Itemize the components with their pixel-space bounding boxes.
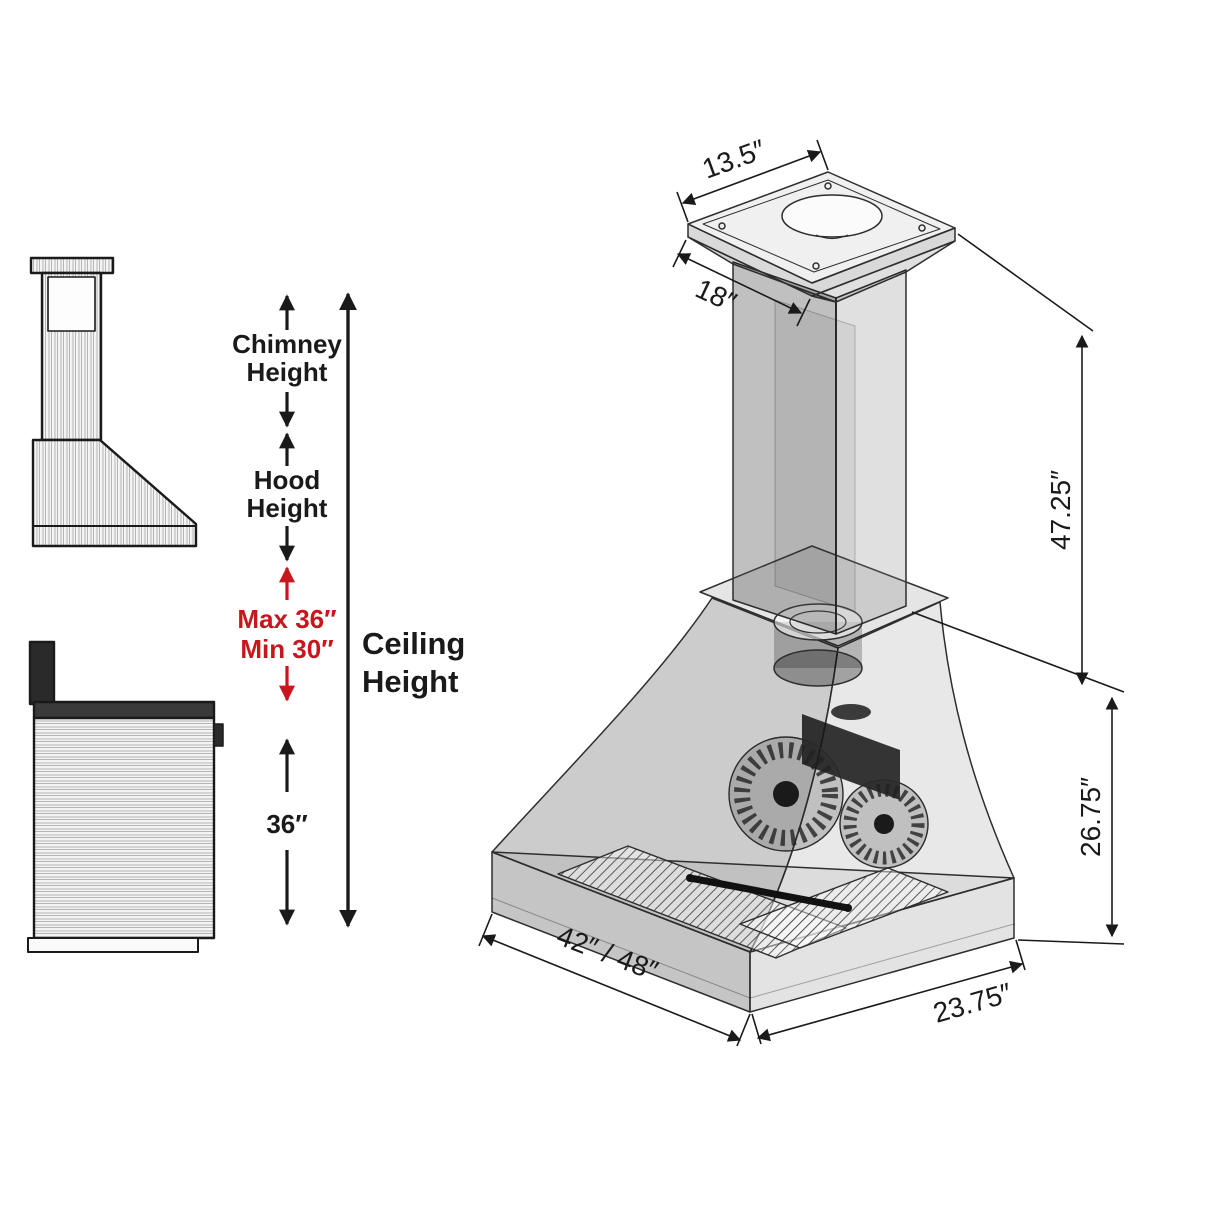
- blower-wheel-left: [728, 736, 844, 852]
- ext-line: [676, 191, 689, 223]
- chimney-inner-duct: [774, 299, 856, 613]
- hood-3d-drawing: [491, 171, 1015, 1013]
- chimney-left-face: [732, 261, 837, 635]
- motor-top: [831, 704, 871, 720]
- front-view-chimney-stub: [28, 640, 56, 706]
- motor-box: [802, 714, 900, 800]
- filter-handle: [686, 874, 852, 912]
- front-view-top-band: [32, 700, 216, 720]
- duct-cylinder: [773, 603, 863, 687]
- front-view-body: [32, 716, 216, 940]
- blower-wheel-right: [839, 779, 929, 869]
- ext-line: [796, 298, 811, 327]
- ext-line: [1015, 939, 1026, 971]
- baffle-filters: [557, 845, 949, 959]
- filter-handle-knob: [844, 904, 852, 912]
- hood-front-view-drawing: [27, 640, 224, 953]
- front-view-side-tab: [213, 723, 224, 747]
- label-hood-height-line1: Hood: [254, 465, 320, 495]
- dim-line-top-depth: [681, 149, 822, 206]
- side-view-hood-body: [31, 438, 198, 548]
- duct-hole: [781, 194, 883, 238]
- side-view-chimney-cap: [29, 256, 115, 275]
- dim-line-top-width: [676, 253, 803, 314]
- screw-hole: [812, 262, 820, 270]
- label-ceiling-height-line1: Ceiling: [362, 626, 465, 661]
- label-cooktop-clearance: 36″: [266, 809, 307, 839]
- label-chimney-height-line2: Height: [247, 357, 328, 387]
- ext-line: [957, 233, 1094, 332]
- chimney-right-face: [835, 269, 907, 635]
- side-view-chimney-inner: [47, 276, 96, 332]
- label-min-mounting: Min 30″: [240, 634, 333, 664]
- dimension-lines: [478, 139, 1125, 1047]
- label-max-mounting: Max 36″: [237, 604, 336, 634]
- dim-line-hood-depth: [756, 960, 1024, 1042]
- front-view-bottom-lip: [27, 937, 199, 953]
- blower-motor-assembly: [728, 704, 929, 869]
- height-annotation-column: Chimney Height Hood Height Max 36″ Min 3…: [232, 292, 465, 928]
- dim-upper-height: 47.25″: [1045, 470, 1076, 550]
- screw-hole: [918, 224, 926, 232]
- ext-line: [816, 139, 829, 171]
- dim-hood-height: 26.75″: [1075, 777, 1106, 857]
- ext-line: [478, 913, 493, 947]
- label-chimney-height-line1: Chimney: [232, 329, 342, 359]
- hood-side-view-drawing: [29, 256, 198, 548]
- dim-line-hood-width: [481, 934, 742, 1042]
- ext-line: [911, 611, 1125, 693]
- label-ceiling-height-line2: Height: [362, 664, 458, 699]
- screw-hole: [718, 222, 726, 230]
- screw-hole: [824, 182, 832, 190]
- label-hood-height-line2: Height: [247, 493, 328, 523]
- filter-handle-knob: [686, 874, 694, 882]
- ext-line: [1017, 939, 1125, 945]
